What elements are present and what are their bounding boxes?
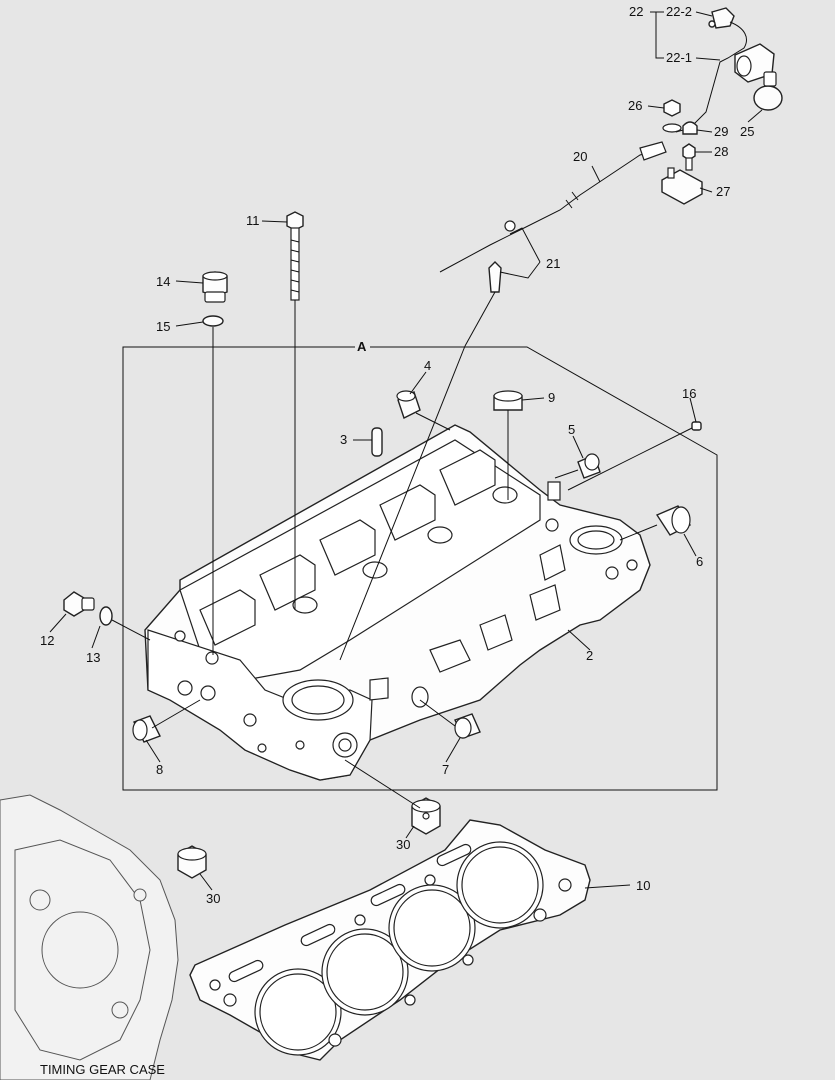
timing-gear-case-outline	[0, 794, 179, 1080]
detail-frame-a	[122, 346, 718, 791]
cap-9	[493, 390, 523, 411]
callout-20: 20	[573, 149, 587, 164]
plug-14	[202, 271, 228, 303]
callout-10: 10	[636, 878, 650, 893]
bus-bar-20	[439, 141, 667, 273]
view-label-a: A	[357, 339, 367, 354]
bushing-30b	[177, 845, 207, 879]
plug-6	[655, 505, 692, 536]
callout-3: 3	[340, 432, 347, 447]
callout-labels: 22 22-2 22-1 26 29 25 28 20 27 11 21 14 …	[40, 4, 754, 1077]
clamp-25	[753, 71, 783, 111]
head-gasket-10	[189, 819, 591, 1061]
plug-5	[577, 453, 601, 479]
bolt-11	[286, 211, 304, 301]
callout-7: 7	[442, 762, 449, 777]
callout-13: 13	[86, 650, 100, 665]
callout-14: 14	[156, 274, 170, 289]
plug-16	[691, 421, 702, 431]
dowel-pin-3	[371, 427, 383, 457]
glow-plug-21	[464, 261, 502, 347]
callout-4: 4	[424, 358, 431, 373]
callout-8: 8	[156, 762, 163, 777]
plug-12	[63, 591, 95, 617]
bushing-30a	[411, 797, 441, 835]
plug-8	[132, 715, 161, 743]
caption-timing-gear-case: TIMING GEAR CASE	[40, 1062, 165, 1077]
callout-29: 29	[714, 124, 728, 139]
nut-26	[663, 99, 681, 117]
washer-26	[662, 123, 682, 133]
callout-21: 21	[546, 256, 560, 271]
callout-22-2: 22-2	[666, 4, 692, 19]
bolt-28	[682, 143, 696, 171]
callout-28: 28	[714, 144, 728, 159]
o-ring-13	[99, 606, 113, 626]
callout-27: 27	[716, 184, 730, 199]
harness-22	[675, 7, 775, 133]
callout-22-1: 22-1	[666, 50, 692, 65]
callout-26: 26	[628, 98, 642, 113]
callout-9: 9	[548, 390, 555, 405]
callout-2: 2	[586, 648, 593, 663]
callout-15: 15	[156, 319, 170, 334]
callout-30a: 30	[396, 837, 410, 852]
bracket-27	[661, 167, 703, 205]
callout-16: 16	[682, 386, 696, 401]
cap-nut-29	[682, 121, 698, 135]
plug-7	[454, 713, 481, 739]
callout-5: 5	[568, 422, 575, 437]
callout-30b: 30	[206, 891, 220, 906]
plug-4	[396, 390, 421, 419]
callout-12: 12	[40, 633, 54, 648]
cylinder-head	[144, 424, 651, 781]
callout-11: 11	[246, 213, 260, 228]
callout-22: 22	[629, 4, 643, 19]
callout-6: 6	[696, 554, 703, 569]
callout-25: 25	[740, 124, 754, 139]
leader-lines	[49, 11, 763, 891]
o-ring-15	[202, 315, 224, 327]
